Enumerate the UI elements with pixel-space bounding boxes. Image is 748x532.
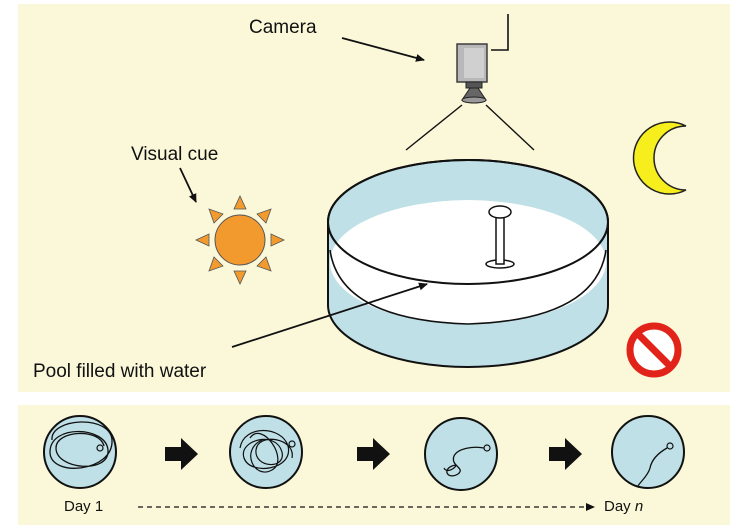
trial-dish-4	[611, 415, 685, 489]
pool-label-arrow	[231, 282, 428, 348]
day-n-prefix: Day	[604, 498, 635, 515]
day-n-variable: n	[635, 498, 643, 515]
pool-label: Pool filled with water	[33, 361, 207, 382]
visual-cue-arrow	[179, 167, 197, 203]
camera-label: Camera	[249, 17, 317, 38]
pool	[327, 159, 609, 368]
prohibited-icon	[626, 322, 682, 378]
view-line-left	[405, 104, 463, 151]
camera-label-arrow	[341, 37, 425, 62]
day-n-label: Day n	[604, 498, 643, 515]
trial-dish-2	[229, 415, 303, 489]
day-1-label: Day 1	[64, 498, 103, 515]
view-line-right	[485, 104, 535, 151]
sun-icon	[195, 195, 285, 285]
trial-dish-1	[43, 415, 117, 489]
trial-dish-3	[424, 417, 498, 491]
moon-icon	[632, 121, 687, 195]
arrow-icon	[165, 438, 582, 470]
platform-icon	[485, 205, 515, 269]
camera-icon	[456, 14, 509, 104]
visual-cue-label: Visual cue	[131, 144, 218, 165]
